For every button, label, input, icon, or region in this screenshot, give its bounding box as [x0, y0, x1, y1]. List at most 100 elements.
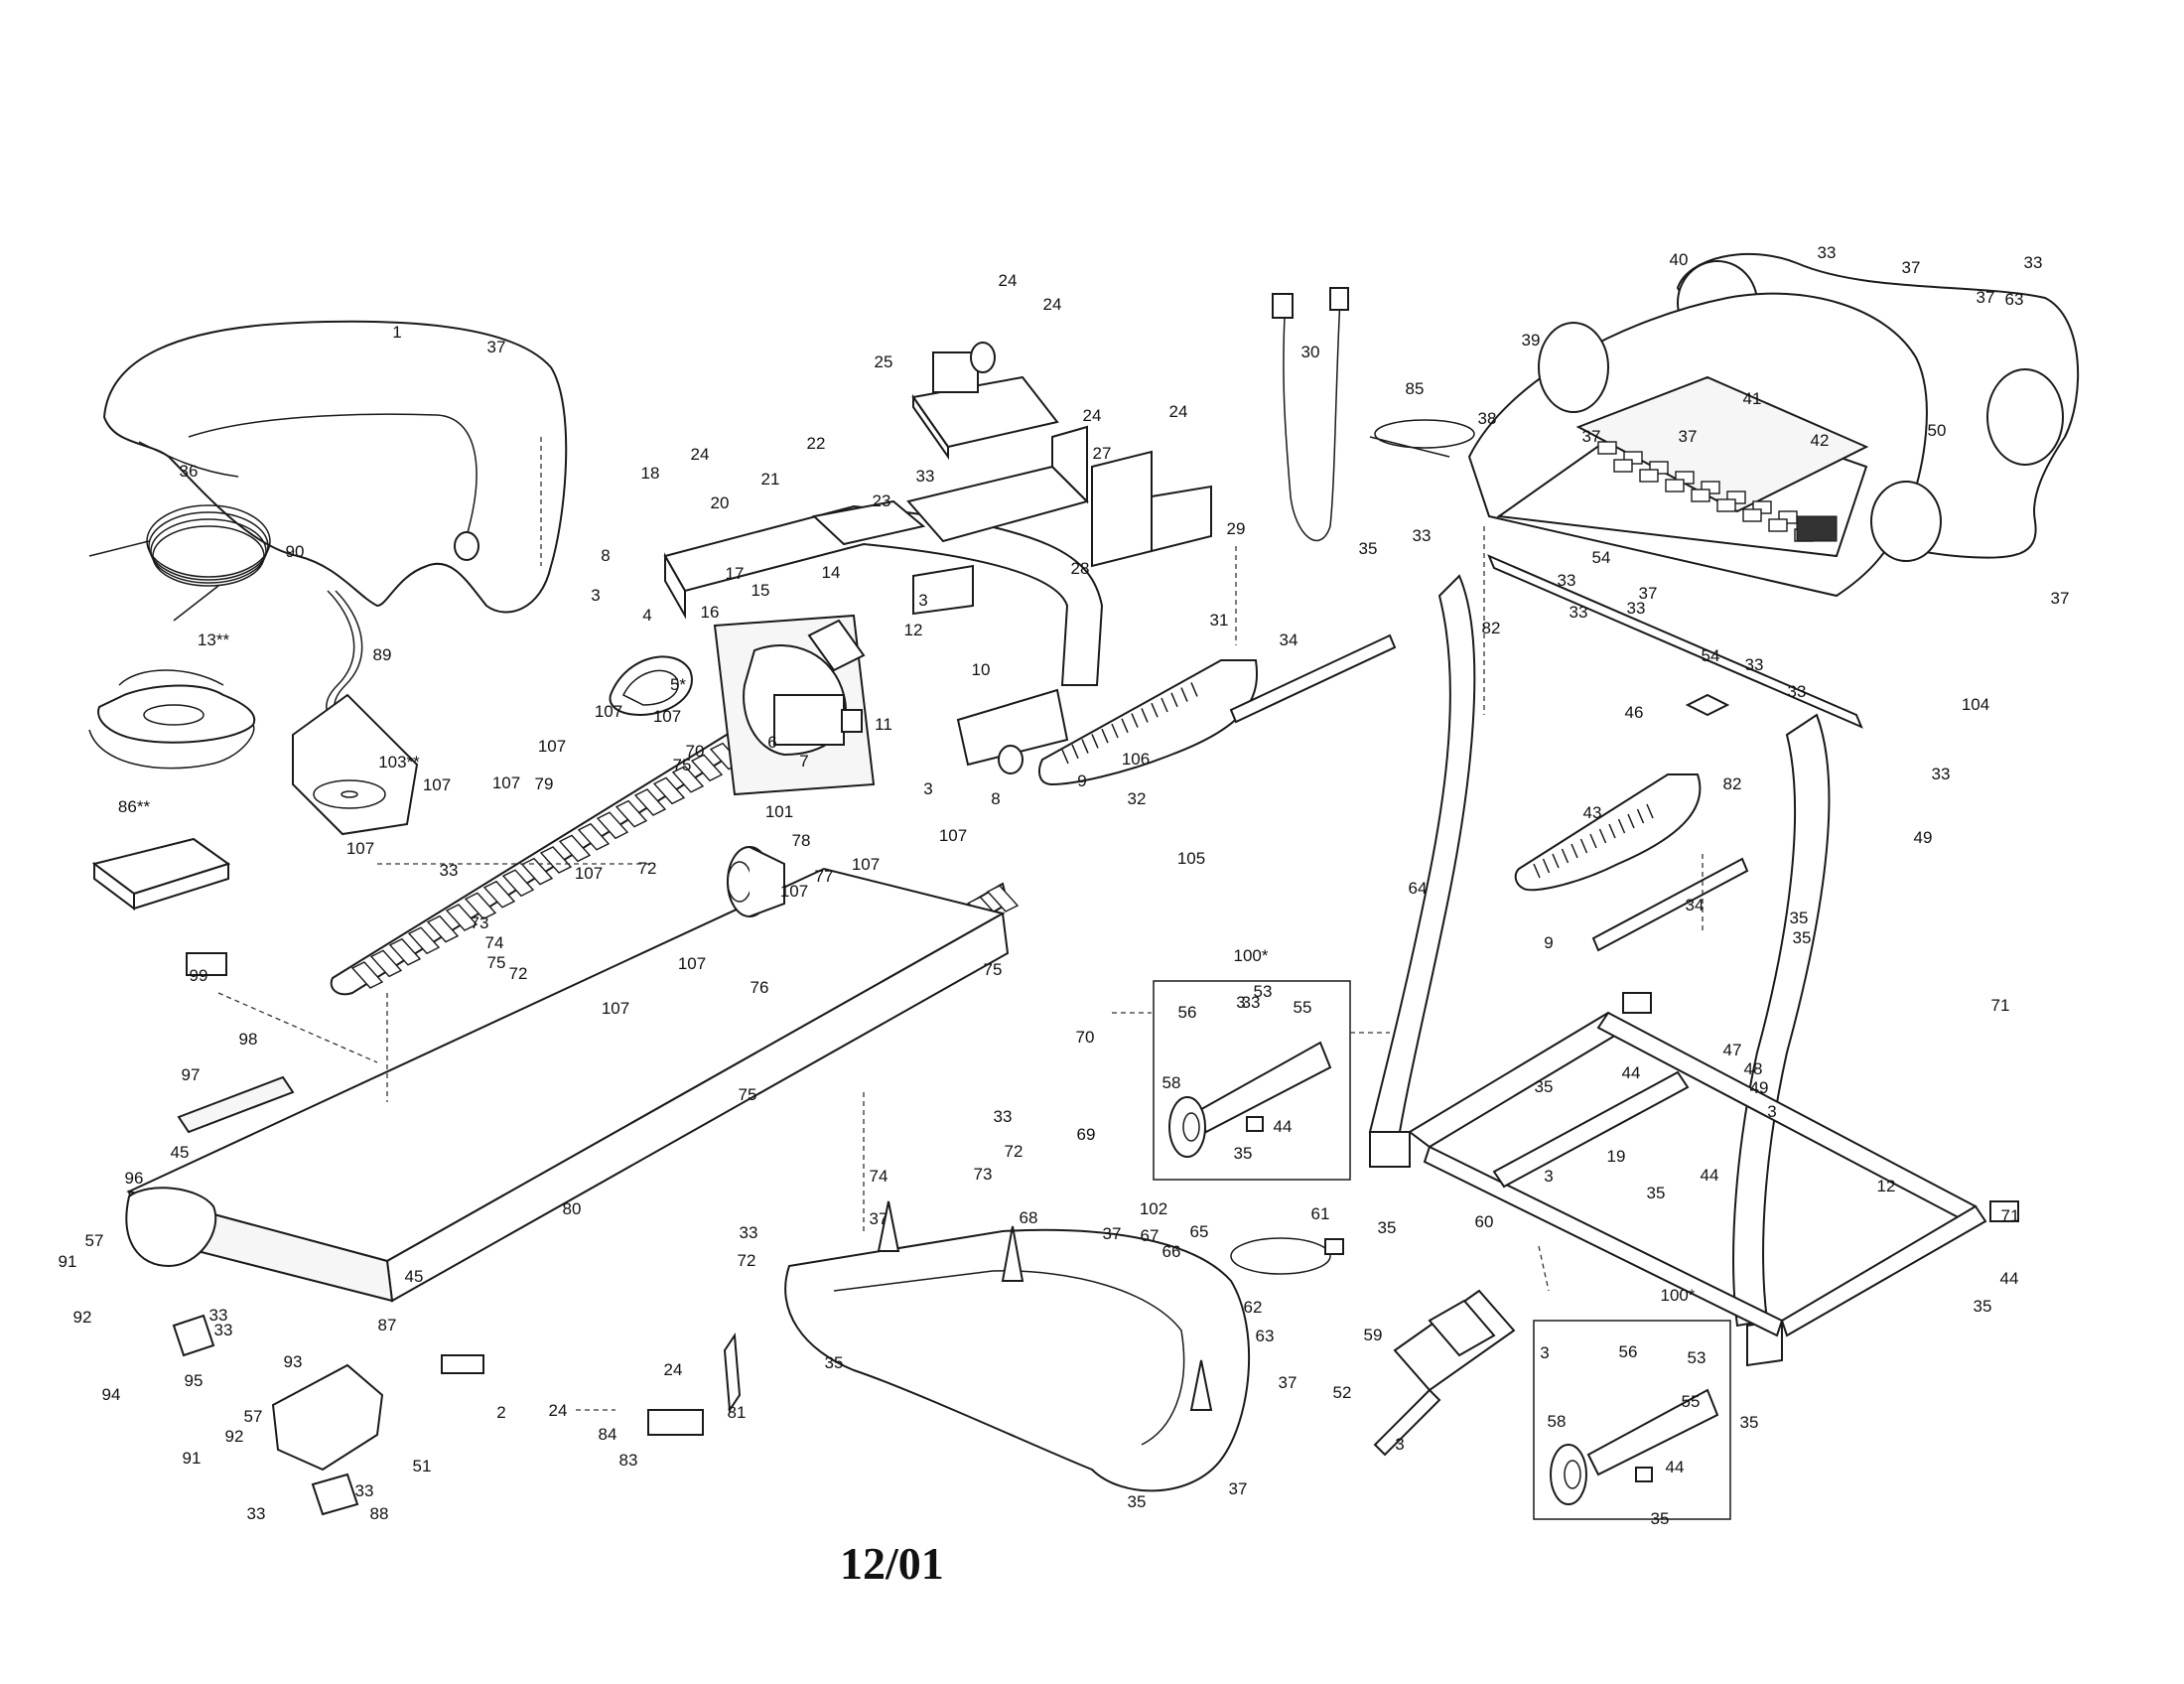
handrail-left: [1038, 659, 1259, 786]
callout-label: 50: [1928, 421, 1947, 440]
left-foot-rail: [330, 728, 761, 996]
callout-label: 60: [1475, 1212, 1494, 1231]
callout-label: 7: [799, 752, 808, 771]
callout-label: 23: [873, 491, 891, 510]
small-hardware: [172, 531, 2019, 1516]
callout-label: 34: [1280, 631, 1298, 649]
coiled-wire: [88, 504, 271, 622]
callout-label: 55: [1294, 998, 1312, 1017]
rail-slot: [520, 857, 554, 886]
callout-label: 24: [999, 271, 1018, 290]
callout-label: 100*: [1234, 946, 1269, 965]
callout-label: 43: [1583, 803, 1602, 822]
callout-label: 35: [825, 1353, 844, 1372]
callout-label: 107: [423, 775, 451, 794]
callout-label: 35: [1234, 1144, 1253, 1163]
rail-slot: [426, 914, 460, 943]
callout-label: 44: [1701, 1166, 1719, 1185]
callout-label: 57: [244, 1407, 263, 1426]
callout-label: 40: [1670, 250, 1689, 269]
callout-label: 82: [1723, 774, 1742, 793]
callout-label: 33: [1558, 571, 1576, 590]
rail-slot: [539, 846, 573, 874]
rail-slot: [501, 869, 535, 898]
callout-label: 46: [1625, 703, 1644, 722]
callout-label: 11: [875, 715, 892, 734]
callout-label: 24: [1043, 295, 1062, 314]
callout-label: 3: [1236, 993, 1245, 1012]
callout-label: 24: [1169, 402, 1188, 421]
rail-slot: [577, 822, 611, 851]
console-assembly: [1467, 252, 2080, 598]
callout-label: 65: [1190, 1222, 1209, 1241]
callout-label: 1: [392, 323, 401, 342]
detail-box-right: [1533, 1320, 1731, 1520]
grip-rib: [1646, 803, 1654, 819]
callout-label: 91: [183, 1449, 202, 1468]
callout-label: 63: [2005, 290, 2024, 309]
grip-rib: [1570, 843, 1578, 859]
callout-label: 77: [815, 867, 834, 886]
grip-rib: [1061, 749, 1069, 765]
callout-label: 33: [247, 1504, 266, 1523]
callout-label: 63: [1256, 1327, 1275, 1345]
callout-label: 53: [1688, 1348, 1706, 1367]
callout-label: 33: [1932, 765, 1951, 783]
callout-label: 82: [1482, 619, 1501, 637]
callout-label: 58: [1548, 1412, 1567, 1431]
callout-label: 8: [991, 789, 1000, 808]
rail-slot: [986, 885, 1020, 912]
callout-label: 12: [904, 621, 923, 639]
rail-slot: [558, 834, 592, 863]
callout-label: 54: [1702, 646, 1720, 665]
callout-label: 32: [1128, 789, 1147, 808]
grip-rib: [1533, 863, 1541, 879]
upright-frame: [1368, 574, 1831, 1367]
callout-label: 44: [1666, 1458, 1685, 1476]
motor-hood: [102, 320, 568, 614]
callout-label: 98: [239, 1030, 258, 1049]
callout-label: 2: [496, 1403, 505, 1422]
callout-label: 37: [870, 1209, 888, 1228]
callout-label: 57: [85, 1231, 104, 1250]
callout-label: 35: [1790, 909, 1809, 927]
callout-label: 33: [2024, 253, 2043, 272]
grip-rib: [1071, 744, 1079, 760]
callout-label: 35: [1535, 1077, 1554, 1096]
console-key: [1742, 508, 1762, 522]
callout-label: 37: [487, 338, 506, 356]
callout-label: 24: [549, 1401, 568, 1420]
callout-label: 64: [1409, 879, 1428, 898]
grip-rib: [1579, 838, 1588, 854]
rail-slot: [633, 788, 667, 816]
callout-label: 30: [1301, 343, 1320, 361]
callout-label: 69: [1077, 1125, 1096, 1144]
grip-rib: [1081, 739, 1089, 754]
grip-rib: [1598, 828, 1607, 844]
callout-label: 84: [599, 1425, 617, 1444]
callout-label: 92: [73, 1308, 92, 1327]
callout-label: 33: [209, 1306, 228, 1325]
dashed-assembly-lines: [217, 437, 1704, 1411]
callout-label: 107: [538, 737, 566, 756]
callout-label: 87: [378, 1316, 397, 1334]
callout-label: 14: [822, 563, 841, 582]
callout-label: 97: [182, 1065, 201, 1084]
callout-label: 37: [1582, 427, 1601, 446]
handrail-right: [1514, 773, 1702, 892]
callout-label: 47: [1723, 1041, 1742, 1059]
callout-label: 33: [916, 467, 935, 486]
callout-label: 49: [1750, 1078, 1769, 1097]
detail-box-left: [1153, 980, 1351, 1181]
drive-belt: [609, 655, 693, 717]
grip-rib: [1160, 697, 1168, 713]
callout-label: 37: [1679, 427, 1698, 446]
callout-label: 34: [1686, 896, 1705, 914]
callout-label: 107: [678, 954, 706, 973]
callout-label: 9: [1077, 772, 1086, 790]
callout-label: 37: [1103, 1224, 1122, 1243]
grip-rib: [1111, 723, 1119, 739]
callout-label: 35: [1974, 1297, 1992, 1316]
callout-label: 75: [984, 960, 1003, 979]
